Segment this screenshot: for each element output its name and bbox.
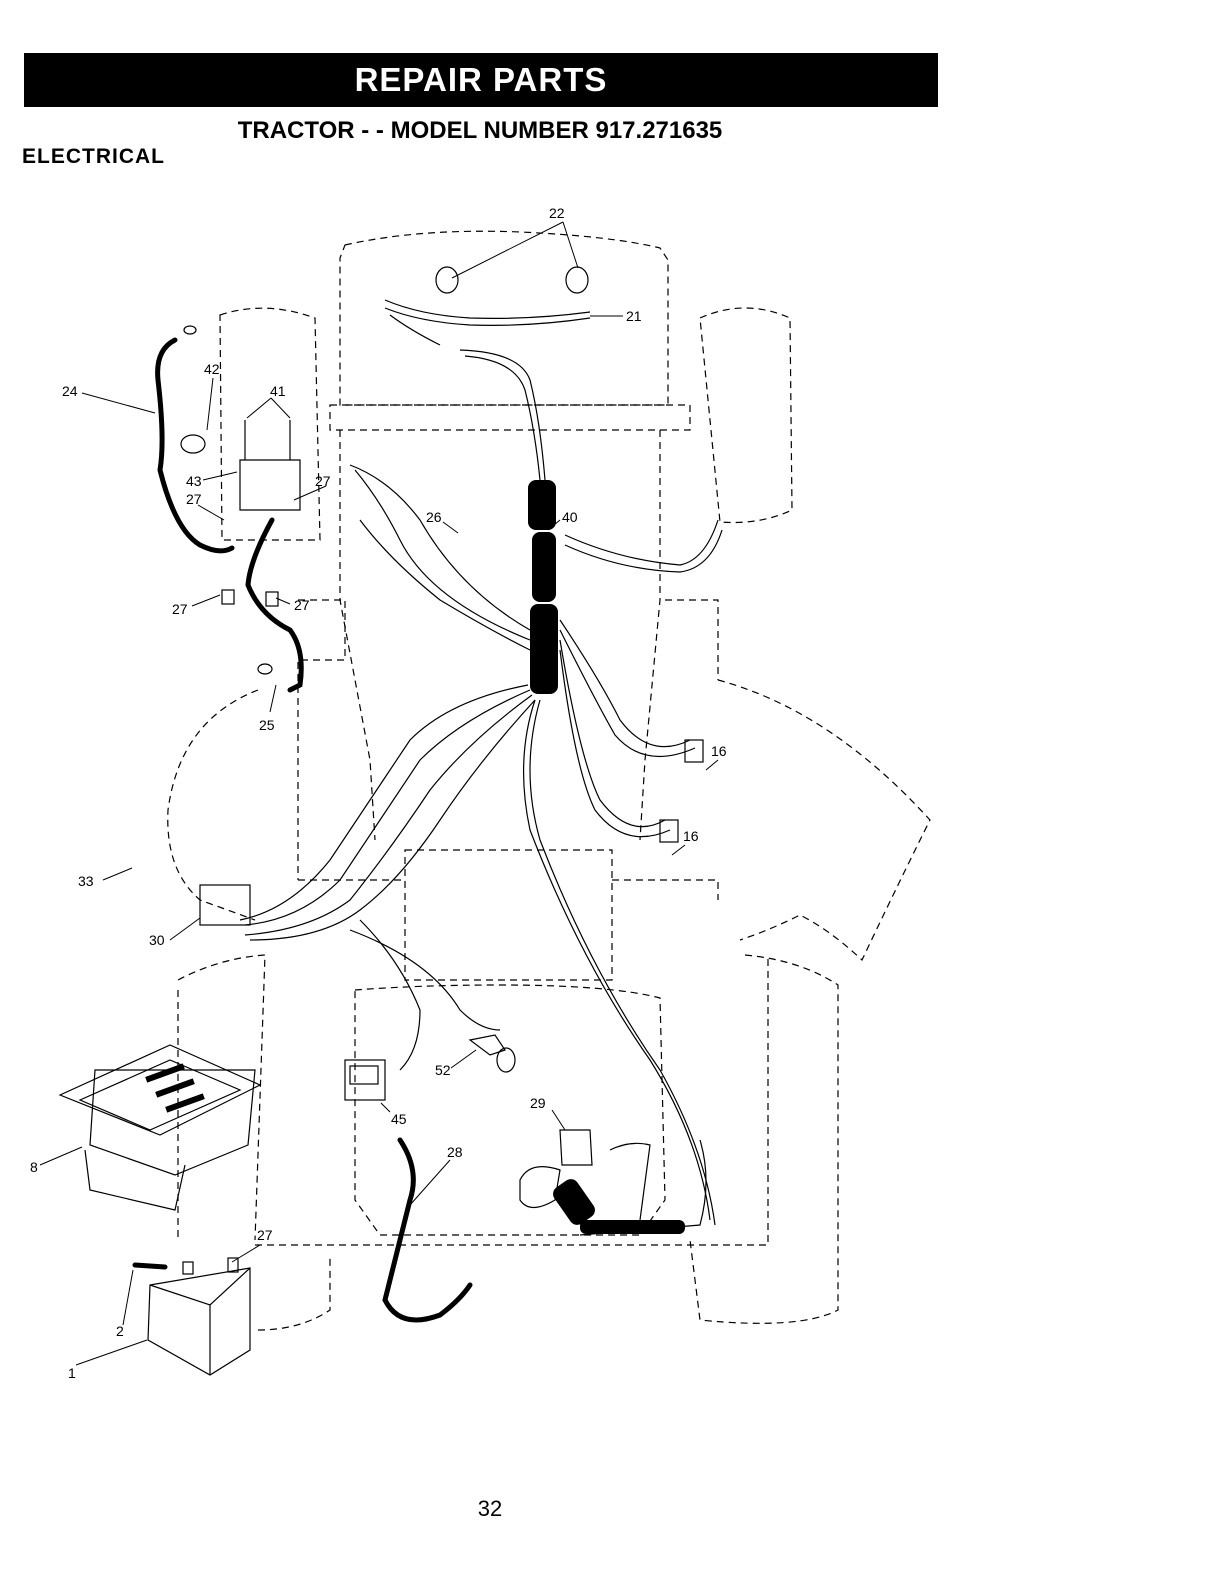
solenoid <box>240 460 300 510</box>
callout-2: 2 <box>116 1323 124 1339</box>
callout-40: 40 <box>562 509 578 525</box>
callout-43: 43 <box>186 473 202 489</box>
components <box>60 267 703 1375</box>
wiring-harness <box>240 300 722 1235</box>
callout-42: 42 <box>204 361 220 377</box>
callout-27-lower-right: 27 <box>294 597 310 613</box>
callout-41: 41 <box>270 383 286 399</box>
battery <box>148 1268 250 1375</box>
leader-lines <box>40 222 718 1365</box>
callout-27-battery: 27 <box>257 1227 273 1243</box>
convoluted-loom <box>528 480 685 1234</box>
callout-25: 25 <box>259 717 275 733</box>
callout-29: 29 <box>530 1095 546 1111</box>
callout-16-upper: 16 <box>711 743 727 759</box>
callout-8: 8 <box>30 1159 38 1175</box>
callout-52: 52 <box>435 1062 451 1078</box>
callout-labels: 22 21 42 41 24 43 27 27 27 27 26 40 25 1… <box>30 205 727 1381</box>
callout-27-upper-right: 27 <box>315 473 331 489</box>
callout-30: 30 <box>149 932 165 948</box>
callout-33: 33 <box>78 873 94 889</box>
page-number: 32 <box>0 1496 980 1522</box>
headlight-left <box>436 267 458 293</box>
callout-24: 24 <box>62 383 78 399</box>
callout-26: 26 <box>426 509 442 525</box>
nut-27-left <box>222 590 234 604</box>
ignition-part <box>181 435 205 453</box>
callout-1: 1 <box>68 1365 76 1381</box>
switch-29 <box>560 1130 592 1165</box>
callout-28: 28 <box>447 1144 463 1160</box>
callout-27-lower-left: 27 <box>172 601 188 617</box>
nut-27-right <box>266 592 278 606</box>
callout-27-upper-left: 27 <box>186 491 202 507</box>
callout-21: 21 <box>626 308 642 324</box>
callout-16-lower: 16 <box>683 828 699 844</box>
callout-45: 45 <box>391 1111 407 1127</box>
headlight-right <box>566 267 588 293</box>
callout-22: 22 <box>549 205 565 221</box>
